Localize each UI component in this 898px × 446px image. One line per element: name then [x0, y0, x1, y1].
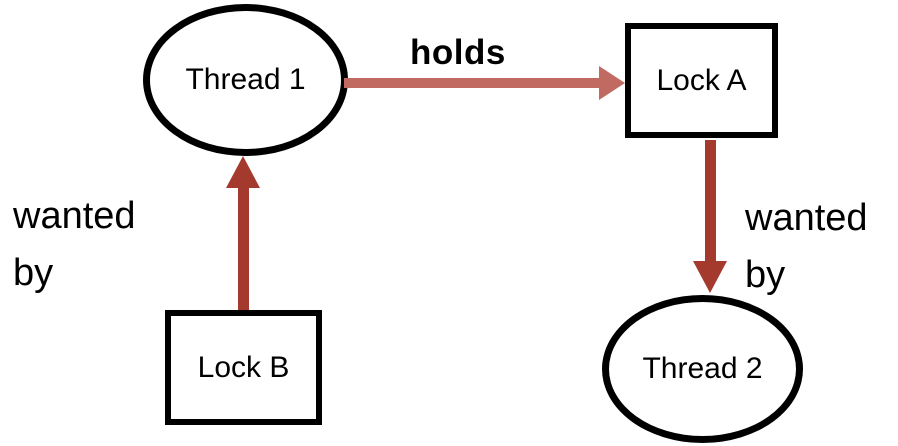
edge-label-wanted-by-right: wanted by [745, 190, 868, 304]
wanted-by-arrow-up-shaft [238, 186, 249, 310]
edge-label-wanted-by-left: wanted by [13, 188, 136, 302]
holds-arrow [344, 66, 625, 100]
node-lock-a-label: Lock A [656, 63, 747, 97]
node-thread-1: Thread 1 [143, 4, 348, 156]
node-lock-b: Lock B [165, 310, 322, 425]
wanted-by-arrow-down-shaft [705, 140, 716, 264]
node-thread-1-label: Thread 1 [185, 63, 306, 96]
wanted-by-arrow-down [693, 140, 727, 293]
edge-label-wanted-by-left-line1: wanted [13, 195, 136, 237]
node-thread-2: Thread 2 [602, 295, 803, 443]
holds-arrowhead-icon [599, 66, 625, 100]
wanted-by-arrowhead-up-icon [226, 156, 260, 188]
node-lock-a: Lock A [625, 23, 778, 138]
edge-label-holds: holds [410, 33, 506, 72]
node-lock-b-label: Lock B [197, 350, 290, 384]
wanted-by-arrowhead-down-icon [693, 261, 727, 293]
node-thread-2-label: Thread 2 [642, 352, 763, 385]
edge-label-wanted-by-right-line2: by [745, 254, 786, 296]
wanted-by-arrow-up [226, 156, 260, 310]
edge-label-wanted-by-left-line2: by [13, 252, 54, 294]
edge-label-wanted-by-right-line1: wanted [745, 197, 868, 239]
holds-arrow-shaft [344, 78, 600, 88]
